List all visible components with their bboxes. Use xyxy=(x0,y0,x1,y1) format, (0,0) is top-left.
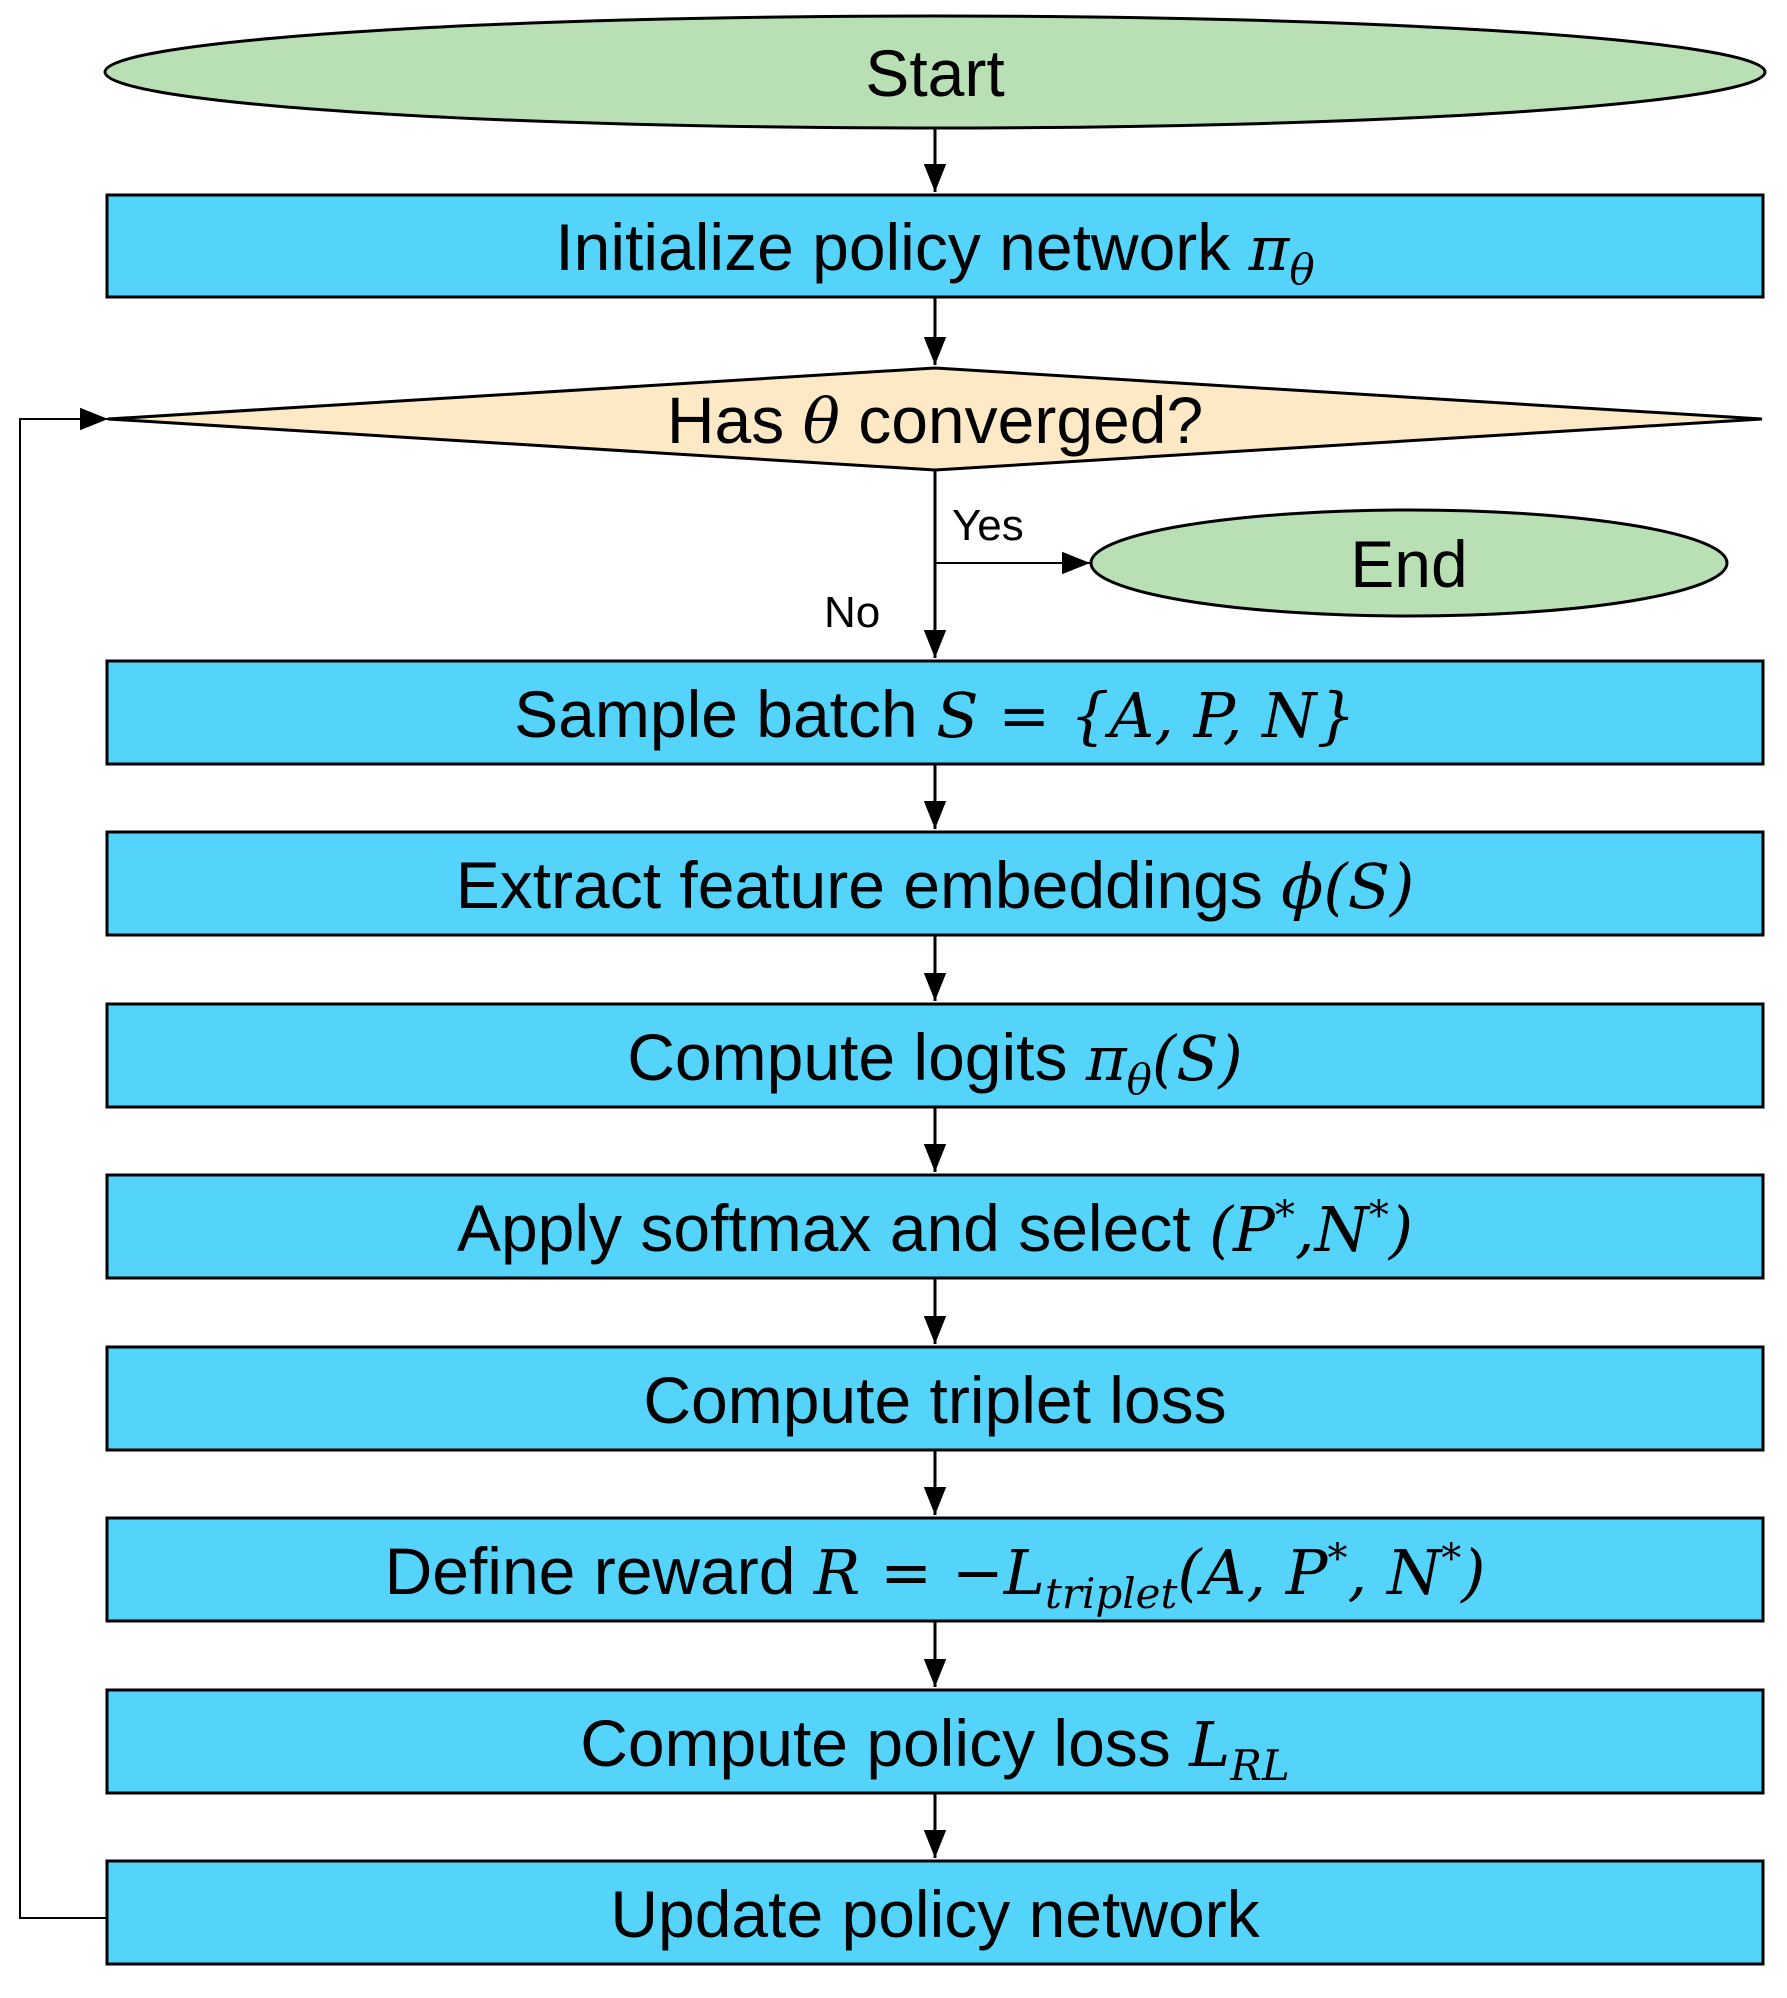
start-node: Start xyxy=(103,14,1767,130)
end-shape xyxy=(1089,508,1729,618)
reward-label: Define reward R = −Ltriplet(A, P*, N*) xyxy=(385,1534,1486,1618)
extract-node: Extract feature embeddings ϕ(S) xyxy=(105,830,1765,937)
sample-box xyxy=(105,659,1765,766)
start-label: Start xyxy=(865,36,1004,110)
policy-loss-label: Compute policy loss LRL xyxy=(580,1706,1290,1790)
logits-node: Compute logits πθ(S) xyxy=(105,1002,1765,1109)
update-node: Update policy network xyxy=(105,1859,1765,1966)
policy-loss-box xyxy=(105,1688,1765,1795)
logits-box xyxy=(105,1002,1765,1109)
reward-box xyxy=(105,1516,1765,1623)
init-box xyxy=(105,193,1765,299)
update-label: Update policy network xyxy=(610,1877,1260,1951)
triplet-label: Compute triplet loss xyxy=(643,1363,1226,1437)
init-label: Initialize policy network πθ xyxy=(555,210,1314,294)
end-node: End xyxy=(1089,508,1729,618)
policy-loss-node: Compute policy loss LRL xyxy=(105,1688,1765,1795)
extract-box xyxy=(105,830,1765,937)
softmax-box xyxy=(105,1173,1765,1280)
init-node: Initialize policy network πθ xyxy=(105,193,1765,299)
arrow-loop-update-to-decision xyxy=(19,407,108,1919)
triplet-box xyxy=(105,1345,1765,1452)
decision-label: Has θ converged? xyxy=(667,383,1203,458)
no-label: No xyxy=(824,588,880,637)
triplet-node: Compute triplet loss xyxy=(105,1345,1765,1452)
end-label: End xyxy=(1350,527,1467,601)
reward-node: Define reward R = −Ltriplet(A, P*, N*) xyxy=(105,1516,1765,1623)
logits-label: Compute logits πθ(S) xyxy=(627,1020,1242,1104)
update-box xyxy=(105,1859,1765,1966)
yes-label: Yes xyxy=(952,501,1024,550)
softmax-label: Apply softmax and select (P*,N*) xyxy=(457,1191,1413,1266)
decision-node: Has θ converged? xyxy=(107,366,1763,472)
sample-node: Sample batch S = {A, P, N} xyxy=(105,659,1765,766)
sample-label: Sample batch S = {A, P, N} xyxy=(514,677,1356,752)
extract-label: Extract feature embeddings ϕ(S) xyxy=(456,848,1415,923)
softmax-node: Apply softmax and select (P*,N*) xyxy=(105,1173,1765,1280)
